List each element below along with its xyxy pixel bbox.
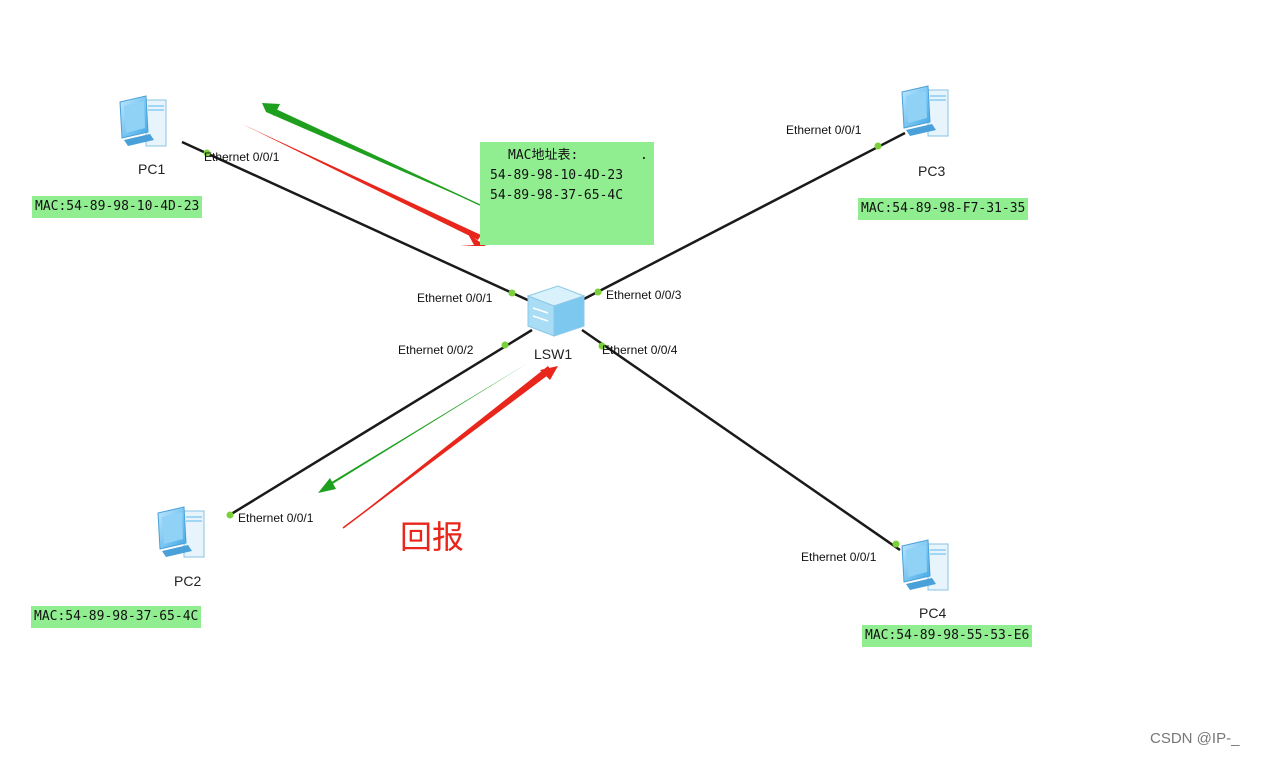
port-dot (203, 149, 211, 157)
port-dot (598, 342, 606, 350)
link-pc1-switch (181, 140, 533, 304)
pc3-port-label: Ethernet 0/0/1 (786, 123, 862, 137)
port-dot (874, 142, 882, 150)
green-arrow-to-pc2 (326, 363, 528, 488)
switch-port-label: Ethernet 0/0/3 (606, 288, 682, 302)
red-arrow-to-switch-tip (540, 366, 558, 380)
mac-address-table: MAC地址表: . 54-89-98-10-4D-23 54-89-98-37-… (480, 142, 654, 245)
pc4-mac-label: MAC:54-89-98-55-53-E6 (862, 625, 1033, 647)
pc2-name: PC2 (174, 573, 202, 589)
port-dot (226, 511, 234, 519)
pc1-name: PC1 (138, 161, 166, 177)
red-arrow-from-pc1 (242, 124, 481, 240)
port-dot (594, 288, 602, 296)
switch-port-label: Ethernet 0/0/2 (398, 343, 474, 357)
red-arrow-from-pc1-tip (460, 234, 486, 246)
pc2-port-label: Ethernet 0/0/1 (238, 511, 314, 525)
reply-label: 回报 (400, 518, 465, 556)
pc3-mac-label: MAC:54-89-98-F7-31-35 (858, 198, 1029, 220)
switch-name: LSW1 (534, 346, 573, 362)
pc-icon[interactable] (157, 506, 205, 558)
switch-port-label: Ethernet 0/0/1 (417, 291, 493, 305)
mac-table-title: MAC地址表: (508, 148, 579, 163)
pc-icon[interactable] (901, 539, 949, 591)
pc1-mac-label: MAC:54-89-98-10-4D-23 (32, 196, 203, 218)
link-pc3-switch (581, 131, 906, 302)
switch-icon[interactable] (526, 285, 586, 337)
link-pc4-switch (581, 328, 901, 552)
switch-port-label: Ethernet 0/0/4 (602, 343, 678, 357)
mac-table-entry: 54-89-98-37-65-4C (490, 188, 624, 203)
pc4-name: PC4 (919, 605, 947, 621)
port-dot (508, 289, 516, 297)
port-dot (892, 540, 900, 548)
pc2-mac-label: MAC:54-89-98-37-65-4C (31, 606, 202, 628)
watermark: CSDN @IP-_ (1150, 730, 1240, 747)
mac-table-dot: . (640, 148, 648, 163)
pc1-port-label: Ethernet 0/0/1 (204, 150, 280, 164)
pc3-name: PC3 (918, 163, 946, 179)
green-arrow-to-pc1-head (262, 103, 480, 205)
pc4-port-label: Ethernet 0/0/1 (801, 550, 877, 564)
pc-icon[interactable] (119, 95, 167, 147)
link-pc2-switch (227, 328, 533, 518)
green-arrow-to-pc1-tip (262, 103, 280, 116)
red-arrow-to-switch-head (343, 366, 552, 528)
port-dot (501, 341, 509, 349)
mac-table-entry: 54-89-98-10-4D-23 (490, 168, 624, 183)
green-arrow-to-pc2-tip (318, 478, 336, 493)
pc-icon[interactable] (901, 85, 949, 137)
